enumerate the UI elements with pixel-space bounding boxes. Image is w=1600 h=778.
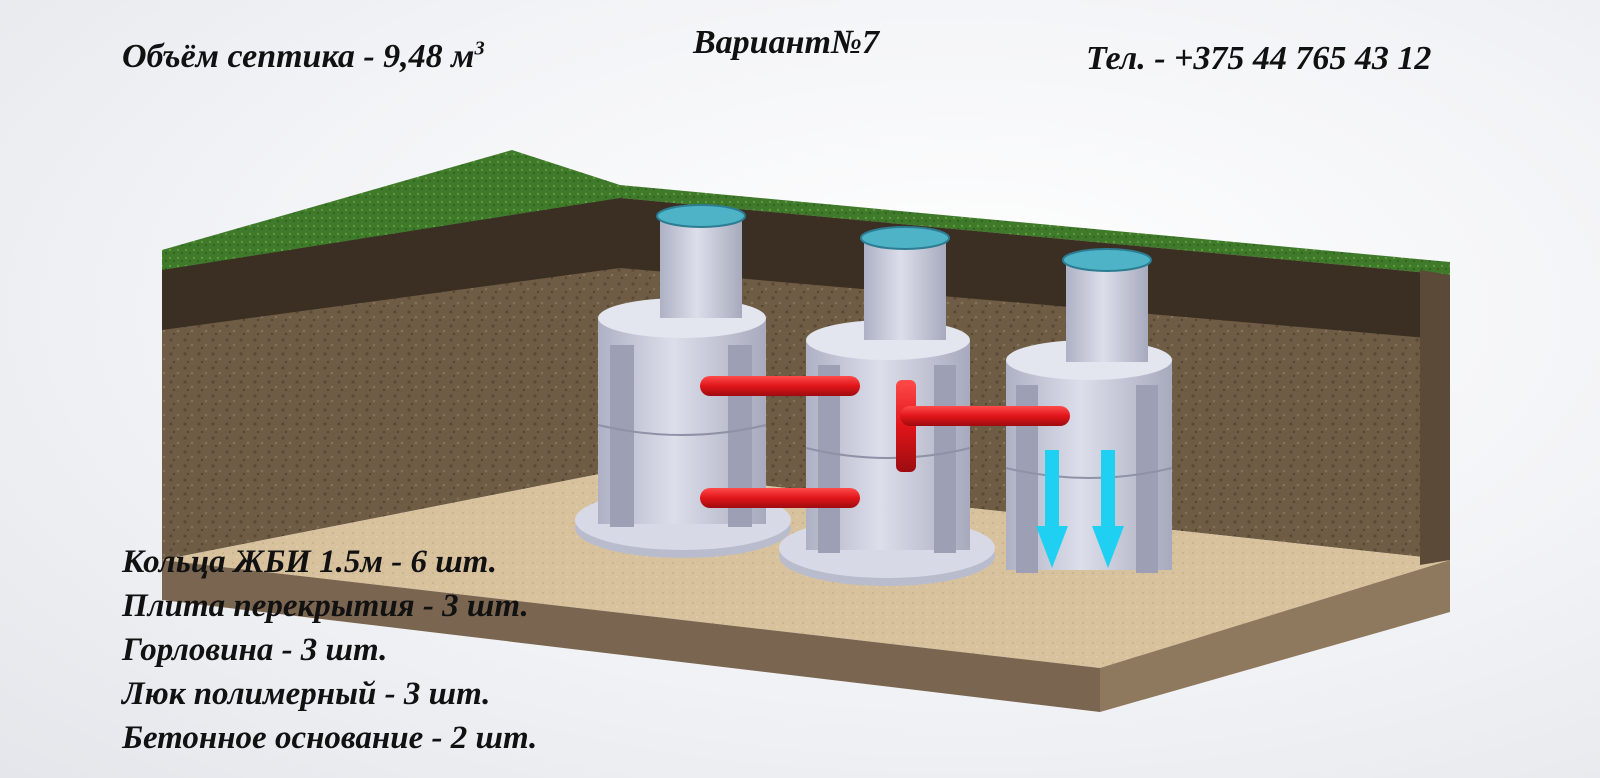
list-item: Плита перекрытия - 3 шт. <box>122 588 529 624</box>
pipe-upper-2 <box>900 406 1070 426</box>
septic-volume-label: Объём септика - 9,48 м3 <box>122 37 485 75</box>
list-item: Бетонное основание - 2 шт. <box>122 720 538 756</box>
polymer-hatch-1 <box>656 204 746 228</box>
flow-arrow-down-1 <box>1036 450 1068 568</box>
drainage-arrows <box>1036 450 1124 568</box>
right-base-face <box>1100 560 1450 712</box>
well-3 <box>1005 248 1173 573</box>
list-item: Кольца ЖБИ 1.5м - 6 шт. <box>122 544 498 580</box>
components-list: Кольца ЖБИ 1.5м - 6 шт. Плита перекрытия… <box>122 540 537 760</box>
neck-3 <box>1066 262 1148 362</box>
polymer-hatch-3 <box>1062 248 1152 272</box>
left-topsoil-band <box>162 198 620 330</box>
back-topsoil-band <box>620 198 1450 340</box>
volume-unit-power: 3 <box>474 37 485 60</box>
pipe-lower-1 <box>700 488 860 508</box>
neck-2 <box>864 240 946 340</box>
pipe-tee-vertical <box>896 380 916 472</box>
list-item: Люк полимерный - 3 шт. <box>122 676 491 712</box>
list-item: Горловина - 3 шт. <box>122 632 388 668</box>
front-base-face <box>162 560 1100 712</box>
flow-arrow-down-2 <box>1092 450 1124 568</box>
pipe-upper-1 <box>700 376 860 396</box>
overflow-pipes <box>700 376 1070 508</box>
grass-top-surface <box>162 150 1450 300</box>
phone-number: Тел. - +375 44 765 43 12 <box>1086 40 1432 77</box>
polymer-hatch-2 <box>860 226 950 250</box>
right-soil-edge <box>1420 270 1450 565</box>
ground-block <box>162 150 1450 712</box>
variant-title: Вариант№7 <box>693 24 880 61</box>
neck-1 <box>660 218 742 318</box>
